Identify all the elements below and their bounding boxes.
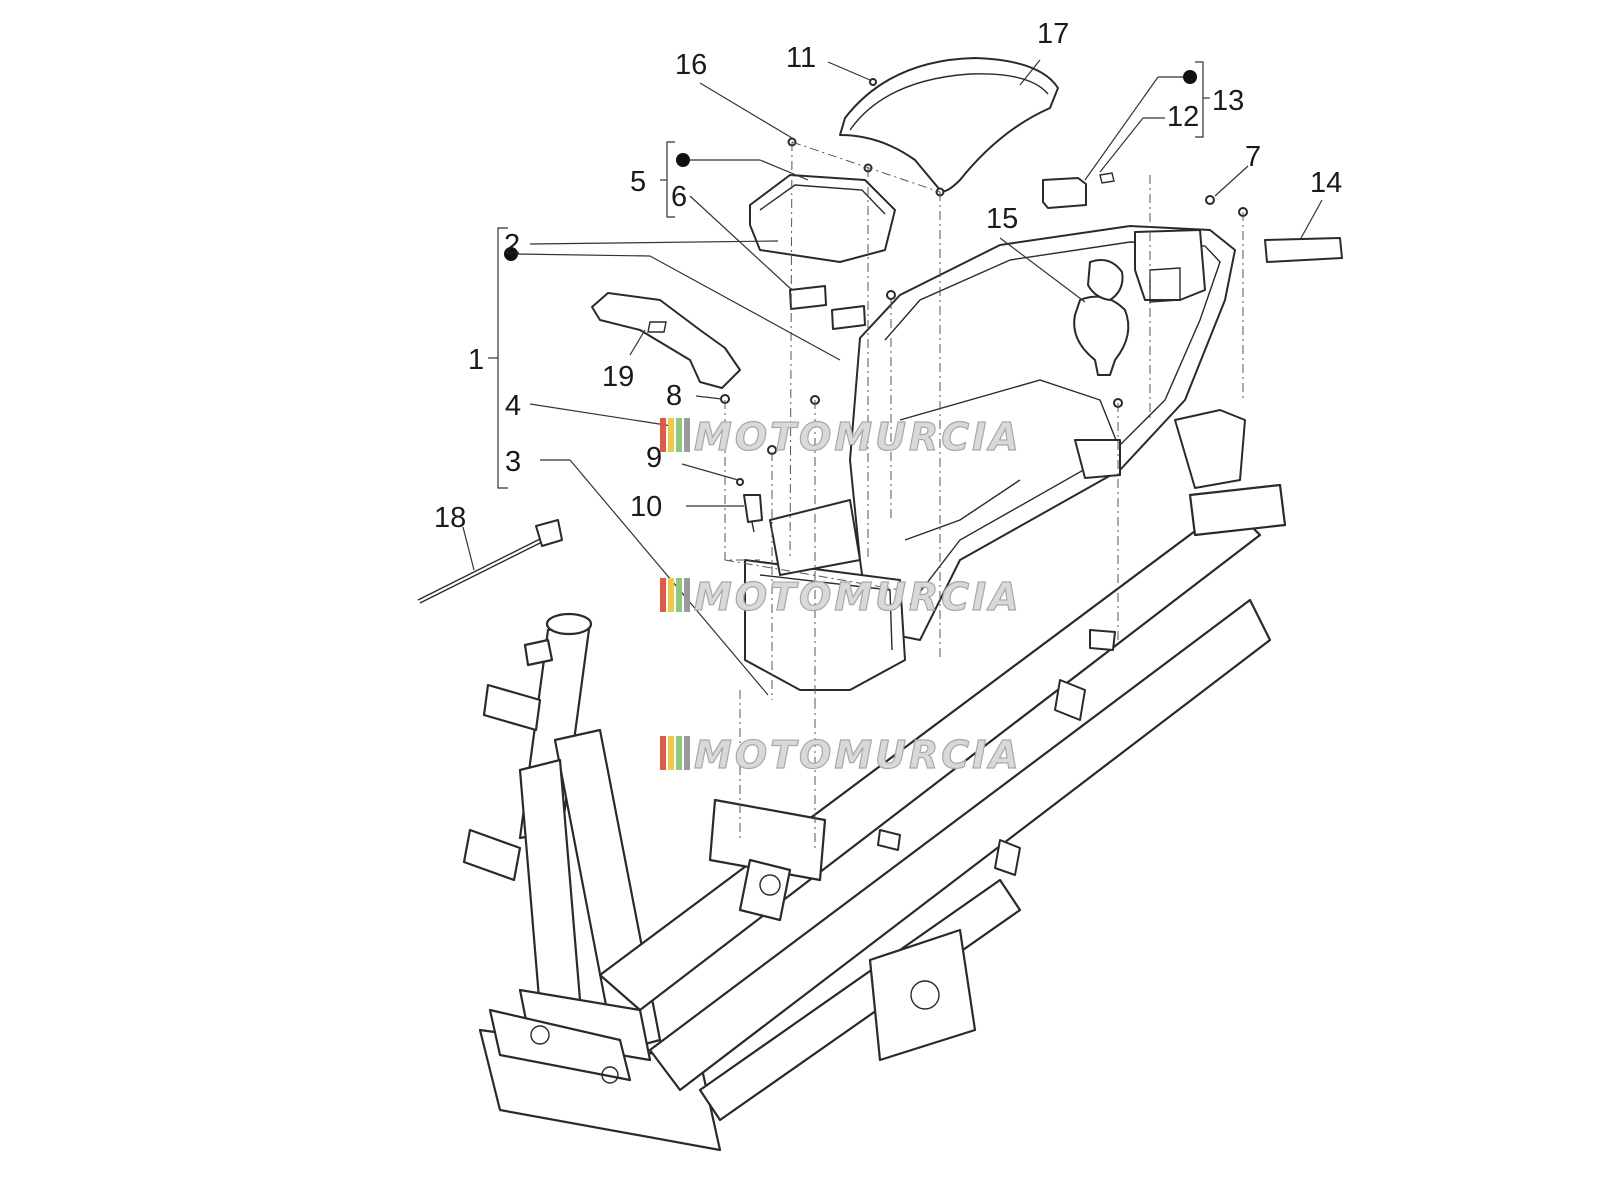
watermark-stripe <box>660 418 666 452</box>
watermark-2: MOTOMURCIA <box>660 574 1022 620</box>
callout-6: 6 <box>671 181 687 213</box>
watermark-text: MOTOMURCIA <box>694 575 1022 619</box>
callout-3: 3 <box>505 446 521 478</box>
watermark-1: MOTOMURCIA <box>660 414 1022 460</box>
callout-16: 16 <box>675 49 707 81</box>
callout-8: 8 <box>666 380 682 412</box>
pad-part <box>789 285 827 310</box>
watermark-stripe <box>676 418 682 452</box>
watermark-stripe <box>676 578 682 612</box>
callout-4: 4 <box>505 390 521 422</box>
watermark-text: MOTOMURCIA <box>694 415 1022 459</box>
pad-part-2 <box>831 305 866 330</box>
callout-19: 19 <box>602 361 634 393</box>
small-block-part <box>1042 177 1087 209</box>
callout-2: 2 <box>504 229 520 261</box>
screw-set <box>720 78 1248 486</box>
callout-1: 1 <box>468 344 484 376</box>
watermark-stripe <box>668 418 674 452</box>
trim-strip-part <box>591 292 741 389</box>
seat-cover-part <box>839 57 1059 193</box>
watermark-stripe <box>684 736 690 770</box>
callout-11: 11 <box>786 42 816 74</box>
callout-12: 12 <box>1167 101 1199 133</box>
cover-lid-part <box>749 174 896 263</box>
watermark-stripe <box>684 418 690 452</box>
lock-barrel-part <box>743 494 763 523</box>
callout-10: 10 <box>630 491 662 523</box>
bullet-marker <box>504 247 518 261</box>
watermark-stripe <box>684 578 690 612</box>
watermark-stripe <box>668 736 674 770</box>
helmet-compartment <box>744 225 1246 691</box>
callout-7: 7 <box>1245 141 1261 173</box>
callout-14: 14 <box>1310 167 1342 199</box>
scooter-frame <box>462 483 1287 1152</box>
assembly-lines <box>724 141 1244 850</box>
watermark-stripe <box>676 736 682 770</box>
callout-18: 18 <box>434 502 466 534</box>
leader-lines <box>462 59 1323 696</box>
watermark-stripe <box>660 578 666 612</box>
callout-labels: 1 2 3 4 5 6 7 8 9 10 11 12 13 14 15 16 1… <box>434 18 1342 534</box>
rect-pad-part <box>1264 237 1343 263</box>
callout-5: 5 <box>630 166 646 198</box>
callout-17: 17 <box>1037 18 1069 50</box>
callout-15: 15 <box>986 203 1018 235</box>
bullet-marker <box>1183 70 1197 84</box>
watermark-text: MOTOMURCIA <box>694 733 1022 777</box>
callout-9: 9 <box>646 442 662 474</box>
watermark-stripe <box>668 578 674 612</box>
bullet-marker <box>676 153 690 167</box>
watermark-stripe <box>660 736 666 770</box>
callout-13: 13 <box>1212 85 1244 117</box>
cable-tie-part <box>417 519 563 604</box>
watermark-3: MOTOMURCIA <box>660 732 1022 778</box>
